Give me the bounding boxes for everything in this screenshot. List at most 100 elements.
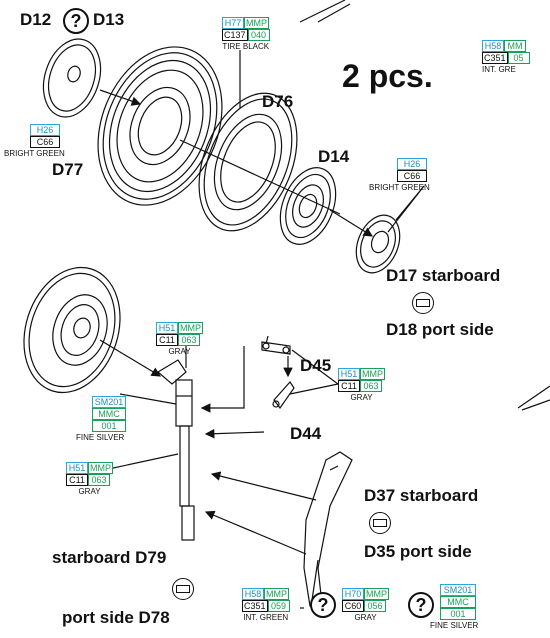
assembly-arrow [99, 339, 162, 377]
leader-line [289, 349, 339, 395]
c-code: C11 [66, 474, 88, 486]
mmc-label: MMC [440, 596, 476, 608]
c-code: C66 [30, 136, 60, 148]
hub-cap-d77 [42, 38, 102, 118]
question-icon: ? [408, 592, 434, 618]
hsel-code: H51 [338, 368, 360, 380]
hsel-code: H26 [397, 158, 427, 170]
c-code: C351 [482, 52, 508, 64]
mmp-number: 063 [88, 474, 110, 486]
mmc-number: 001 [92, 420, 126, 432]
assembly-arrow [200, 346, 245, 413]
color-callout-gray: H51 MMP C11 063 GRAY [156, 322, 203, 357]
mmp-label: MMP [88, 462, 113, 474]
part-label-d77: D77 [52, 160, 84, 179]
leader-line [119, 393, 177, 405]
color-callout-int-green: H58 MMP C351 059 INT. GREEN [242, 588, 290, 623]
strut-d79-d78 [156, 359, 195, 541]
color-callout-gray: H51 MMP C11 063 GRAY [338, 368, 385, 403]
assembly-arrow [210, 471, 317, 501]
mmp-label: MMP [264, 588, 289, 600]
swap-icon [412, 292, 434, 314]
color-name: GRAY [78, 487, 101, 496]
sm-code: SM201 [92, 396, 126, 408]
color-name: TIRE BLACK [222, 42, 270, 51]
mmp-number: 059 [267, 600, 290, 612]
color-callout-gray: H51 MMP C11 063 GRAY [66, 462, 113, 497]
part-label-d13: D13 [93, 10, 125, 29]
color-name: BRIGHT GREEN [4, 149, 65, 158]
part-label-d76: D76 [262, 92, 294, 111]
linkage-d45 [261, 335, 291, 355]
color-callout-tire-black: H77 MMP C137 040 TIRE BLACK [222, 17, 270, 52]
linkage-d44 [272, 381, 295, 410]
stray-line [299, 0, 346, 23]
sm-code: SM201 [440, 584, 476, 596]
hsel-code: H58 [242, 588, 264, 600]
part-label-d37: D37 starboard [364, 486, 479, 505]
c-code: C137 [222, 29, 248, 41]
part-label-d78: port side D78 [62, 608, 170, 627]
hsel-code: H51 [156, 322, 178, 334]
color-name: BRIGHT GREEN [369, 183, 430, 192]
color-name: GRAY [350, 393, 373, 402]
mmp-label: MMP [360, 368, 385, 380]
assembly-arrow [99, 89, 142, 106]
swap-icon [369, 512, 391, 534]
fairing-d37-d35 [303, 451, 353, 607]
color-callout-bright-green: H26 C66 BRIGHT GREEN [369, 158, 430, 193]
part-label-d35: D35 port side [364, 542, 472, 561]
assembly-arrow [204, 510, 307, 555]
mmp-label: MMP [178, 322, 203, 334]
part-label-d79: starboard D79 [52, 548, 167, 567]
c-code: C11 [156, 334, 178, 346]
tire-d12-d13 [97, 46, 223, 206]
color-callout-int-green-partial: H58 MM C351 05 INT. GRE [482, 40, 530, 75]
hsel-code: H51 [66, 462, 88, 474]
assembled-wheel [23, 266, 121, 394]
swap-icon [172, 578, 194, 600]
c-code: C60 [342, 600, 364, 612]
mmp-label: MMP [244, 17, 269, 29]
part-label-d14: D14 [318, 147, 350, 166]
c-code: C351 [242, 600, 268, 612]
mmc-number: 001 [440, 608, 476, 620]
color-name: INT. GRE [482, 65, 516, 74]
part-label-d45: D45 [300, 356, 332, 375]
color-name: INT. GREEN [243, 613, 289, 622]
color-callout-fine-silver: SM201 MMC 001 FINE SILVER [76, 396, 126, 443]
mmp-number: 063 [360, 380, 382, 392]
color-name: GRAY [354, 613, 377, 622]
hsel-code: H77 [222, 17, 244, 29]
mmp-label: MM [504, 40, 526, 52]
leader-line [387, 185, 425, 233]
question-icon: ? [310, 592, 336, 618]
color-name: FINE SILVER [76, 433, 125, 442]
wheel-d17-d18 [355, 214, 401, 274]
color-name: FINE SILVER [430, 621, 479, 630]
mmp-number: 056 [364, 600, 386, 612]
hsel-code: H70 [342, 588, 364, 600]
hsel-code: H26 [30, 124, 60, 136]
part-label-d12: D12 [20, 10, 52, 29]
quantity-label: 2 pcs. [342, 58, 433, 94]
assembly-arrow [204, 428, 265, 439]
question-icon: ? [63, 8, 89, 34]
color-callout-gray: H70 MMP C60 056 GRAY [342, 588, 389, 623]
partial-part [517, 385, 550, 411]
color-callout-fine-silver: SM201 MMC 001 FINE SILVER [430, 584, 478, 631]
stray-line [317, 3, 351, 23]
mmp-number: 040 [247, 29, 270, 41]
assembly-arrow [329, 209, 374, 237]
part-label-d44: D44 [290, 424, 322, 443]
wheel-d14 [279, 167, 337, 245]
assembly-line [179, 139, 341, 215]
tire-d76 [198, 92, 298, 232]
color-name: GRAY [168, 347, 191, 356]
c-code: C11 [338, 380, 360, 392]
mmp-number: 063 [178, 334, 200, 346]
part-label-d17: D17 starboard [386, 266, 501, 285]
mmp-number: 05 [507, 52, 530, 64]
part-label-d18: D18 port side [386, 320, 494, 339]
